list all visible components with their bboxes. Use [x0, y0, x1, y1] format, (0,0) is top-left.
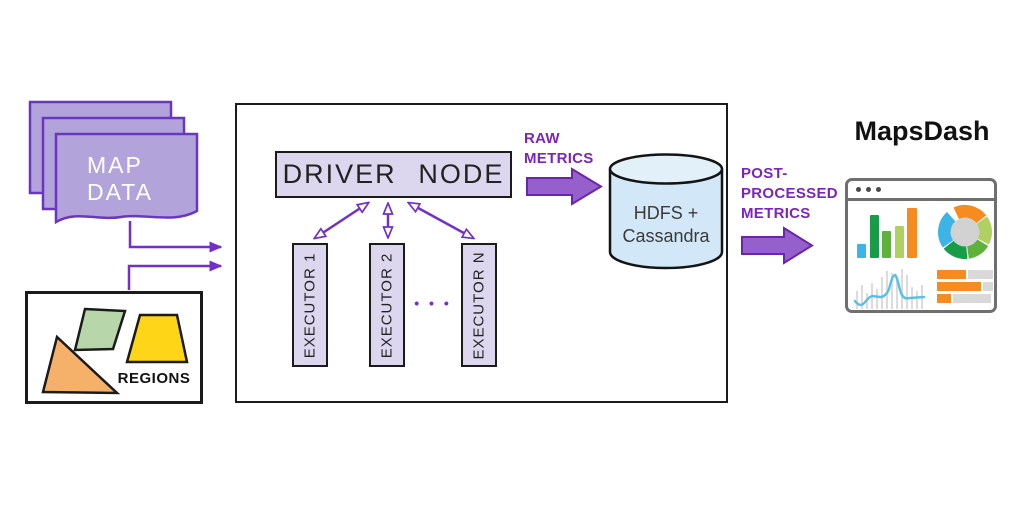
line-chart-icon — [853, 269, 926, 309]
parallelogram-shape — [73, 307, 127, 352]
map-data-label-line2: DATA — [87, 179, 153, 205]
executor-1-label: EXECUTOR 1 — [301, 252, 319, 358]
dashboard-charts — [853, 205, 993, 309]
map-data-stack: MAP DATA — [28, 100, 199, 225]
post-processed-arrow — [741, 226, 814, 265]
executor-n-label: EXECUTOR N — [470, 250, 488, 360]
raw-metrics-line1: RAW — [524, 130, 560, 147]
regions-box: REGIONS — [25, 291, 203, 404]
storage-label-line1: HDFS + — [634, 203, 699, 223]
bar-chart-icon — [857, 208, 917, 258]
post-metrics-line2: PROCESSED — [741, 185, 838, 202]
browser-window — [845, 178, 997, 313]
storage-label-line2: Cassandra — [622, 226, 710, 246]
database-icon-top — [608, 153, 724, 185]
executor-2-label: EXECUTOR 2 — [378, 252, 396, 358]
executor-n: EXECUTOR N — [461, 243, 497, 367]
horizontal-bar-chart-icon — [937, 270, 993, 303]
regions-shapes: REGIONS — [41, 307, 191, 395]
raw-metrics-arrow — [526, 167, 603, 206]
dashboard-content — [848, 201, 994, 310]
map-data-page-front — [54, 132, 199, 225]
post-processed-metrics-label: POST- PROCESSED METRICS — [741, 164, 838, 224]
regions-label: REGIONS — [118, 370, 191, 387]
map-data-label-line1: MAP — [87, 152, 143, 178]
driver-node-label: DRIVER NODE — [282, 159, 505, 189]
executor-ellipsis: • • • — [414, 295, 452, 311]
database-icon-body — [608, 169, 724, 270]
executor-1: EXECUTOR 1 — [292, 243, 328, 367]
post-metrics-line1: POST- — [741, 165, 788, 182]
executor-2: EXECUTOR 2 — [369, 243, 405, 367]
window-dot-icon — [856, 187, 861, 192]
mapsdash-title: MapsDash — [854, 116, 990, 146]
window-dot-icon — [876, 187, 881, 192]
regions-to-cluster-arrow — [127, 260, 223, 290]
trapezoid-shape — [125, 313, 189, 364]
browser-window-bar — [848, 181, 994, 201]
post-metrics-line3: METRICS — [741, 205, 811, 222]
donut-chart-icon — [938, 205, 992, 259]
raw-metrics-label: RAW METRICS — [524, 129, 594, 169]
driver-node: DRIVER NODE — [275, 151, 512, 198]
window-dot-icon — [866, 187, 871, 192]
raw-metrics-line2: METRICS — [524, 150, 594, 167]
hdfs-cassandra-cylinder: HDFS + Cassandra — [608, 153, 724, 270]
triangle-shape — [41, 334, 121, 395]
